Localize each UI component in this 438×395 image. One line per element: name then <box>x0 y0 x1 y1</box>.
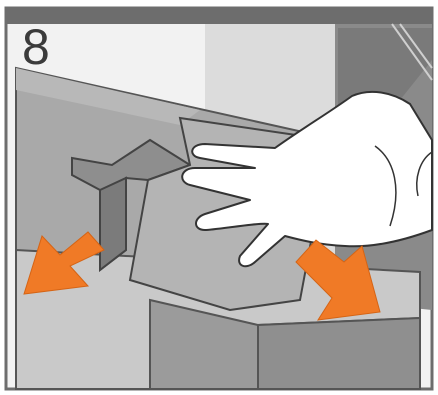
arrow-down-left-icon <box>23 231 105 295</box>
arrow-down-right-icon <box>295 239 381 321</box>
step-number: 8 <box>22 19 50 75</box>
box-front <box>257 316 421 390</box>
top-bar <box>6 8 432 24</box>
